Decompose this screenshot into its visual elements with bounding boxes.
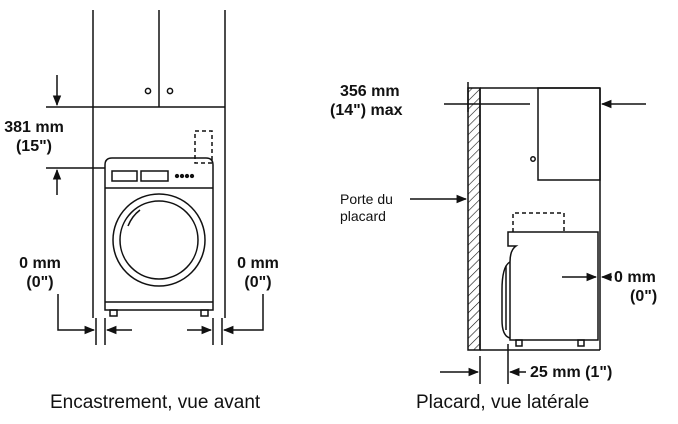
side-top-clearance-label: 356 mm (14") max bbox=[330, 82, 438, 120]
closet-door-label: Porte du placard bbox=[340, 191, 393, 225]
front-top-clearance-label: 381 mm (15") bbox=[4, 118, 64, 156]
front-washer bbox=[104, 157, 214, 317]
side-top-clearance-dimension bbox=[444, 82, 646, 112]
side-top-clearance-mm: 356 mm bbox=[340, 83, 400, 100]
side-rear-clearance-label: 25 mm (1") bbox=[530, 364, 613, 381]
front-left-clearance-in: (0") bbox=[26, 274, 54, 291]
front-top-clearance-mm: 381 mm bbox=[4, 119, 64, 136]
closet-door-label-line2: placard bbox=[340, 208, 386, 224]
upper-cabinet bbox=[93, 10, 225, 108]
front-right-clearance-dimension bbox=[187, 294, 264, 345]
front-top-clearance-dimension bbox=[46, 75, 105, 195]
front-right-clearance-label: 0 mm (0") bbox=[230, 254, 286, 292]
side-upper-cabinet bbox=[537, 87, 601, 181]
front-right-clearance-in: (0") bbox=[244, 274, 272, 291]
side-rear-clearance-dimension bbox=[440, 344, 526, 384]
front-view-caption: Encastrement, vue avant bbox=[50, 392, 261, 413]
front-right-clearance-mm: 0 mm bbox=[237, 255, 279, 272]
front-view-drawing bbox=[46, 10, 264, 345]
front-left-clearance-label: 0 mm (0") bbox=[12, 254, 68, 292]
closet-outline bbox=[480, 87, 601, 351]
closet-door-hatch bbox=[467, 87, 481, 351]
front-left-clearance-dimension bbox=[57, 294, 132, 345]
vent-dashed-outline bbox=[194, 130, 213, 164]
side-view-caption: Placard, vue latérale bbox=[416, 392, 590, 413]
closet-door-label-line1: Porte du bbox=[340, 191, 393, 207]
side-right-clearance-label: 0 mm (0") bbox=[614, 268, 674, 306]
side-view-drawing bbox=[410, 82, 646, 384]
side-washer bbox=[501, 231, 599, 347]
front-left-clearance-mm: 0 mm bbox=[19, 255, 61, 272]
side-top-clearance-in: (14") max bbox=[330, 102, 403, 119]
side-right-clearance-mm: 0 mm bbox=[614, 269, 656, 286]
side-dashed-outline bbox=[512, 212, 565, 232]
front-top-clearance-in: (15") bbox=[15, 138, 53, 155]
side-right-clearance-in: (0") bbox=[630, 288, 658, 305]
